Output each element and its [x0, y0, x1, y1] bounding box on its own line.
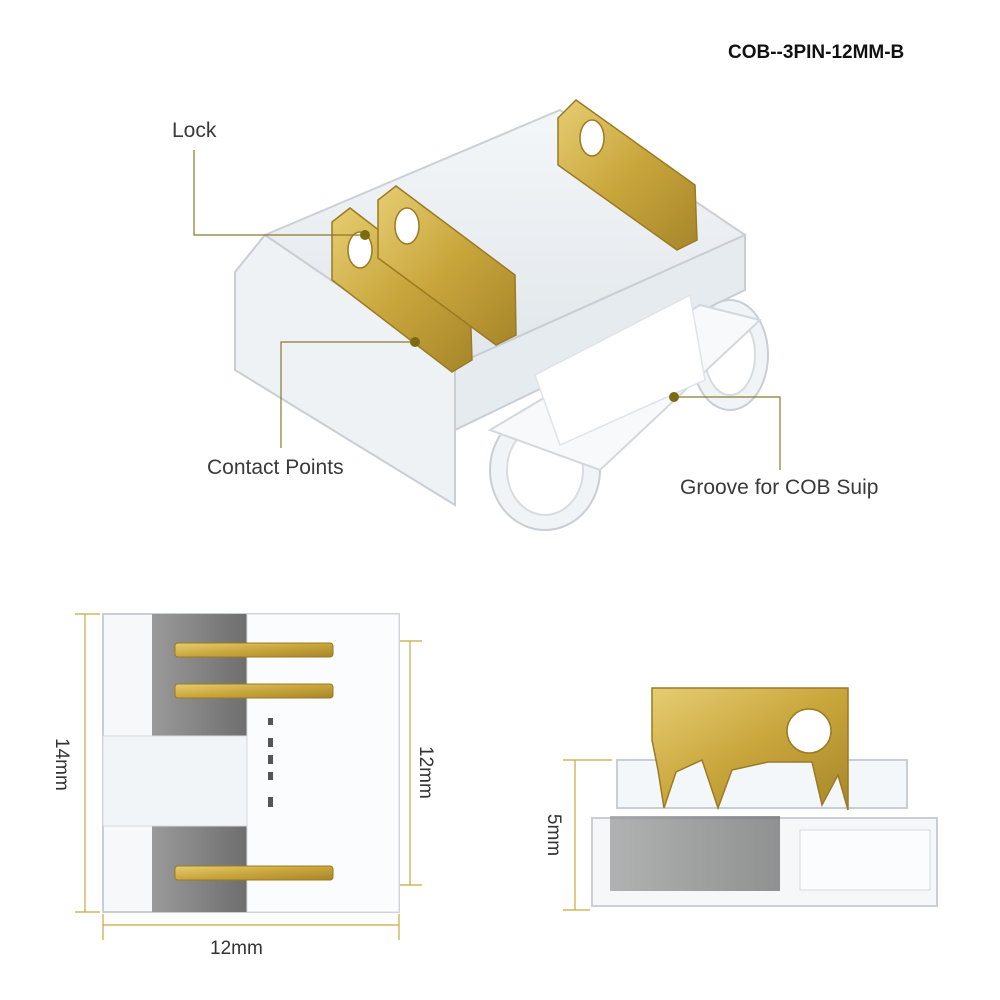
dimension-14mm-label: 14mm [51, 738, 72, 791]
brass-pin-1 [331, 207, 473, 373]
product-code-title: COB--3PIN-12MM-B [728, 42, 905, 63]
callout-leaders [193, 150, 781, 470]
lock-label: Lock [172, 119, 217, 142]
contact-points-leader-line [280, 341, 415, 448]
connector-3d-view [234, 99, 769, 531]
top-view-drawing [102, 613, 400, 913]
groove-marker-dot [669, 392, 679, 402]
brass-pin-3 [557, 99, 698, 251]
contact-points-marker-dot [410, 337, 420, 347]
groove-label: Groove for COB Suip [680, 476, 879, 499]
lock-leader-line [193, 150, 365, 236]
top-view-dimension-lines [75, 613, 422, 940]
brass-pin-2 [377, 185, 517, 346]
contact-points-label: Contact Points [207, 456, 344, 479]
side-view-drawing [591, 687, 938, 907]
dimension-5mm-label: 5mm [543, 813, 564, 857]
side-view-dimension-lines [563, 759, 612, 911]
dimension-12mm-vertical-label: 12mm [415, 746, 436, 799]
dimension-12mm-horizontal-label: 12mm [210, 938, 263, 959]
groove-leader-line [674, 396, 781, 470]
lock-marker-dot [360, 230, 370, 240]
